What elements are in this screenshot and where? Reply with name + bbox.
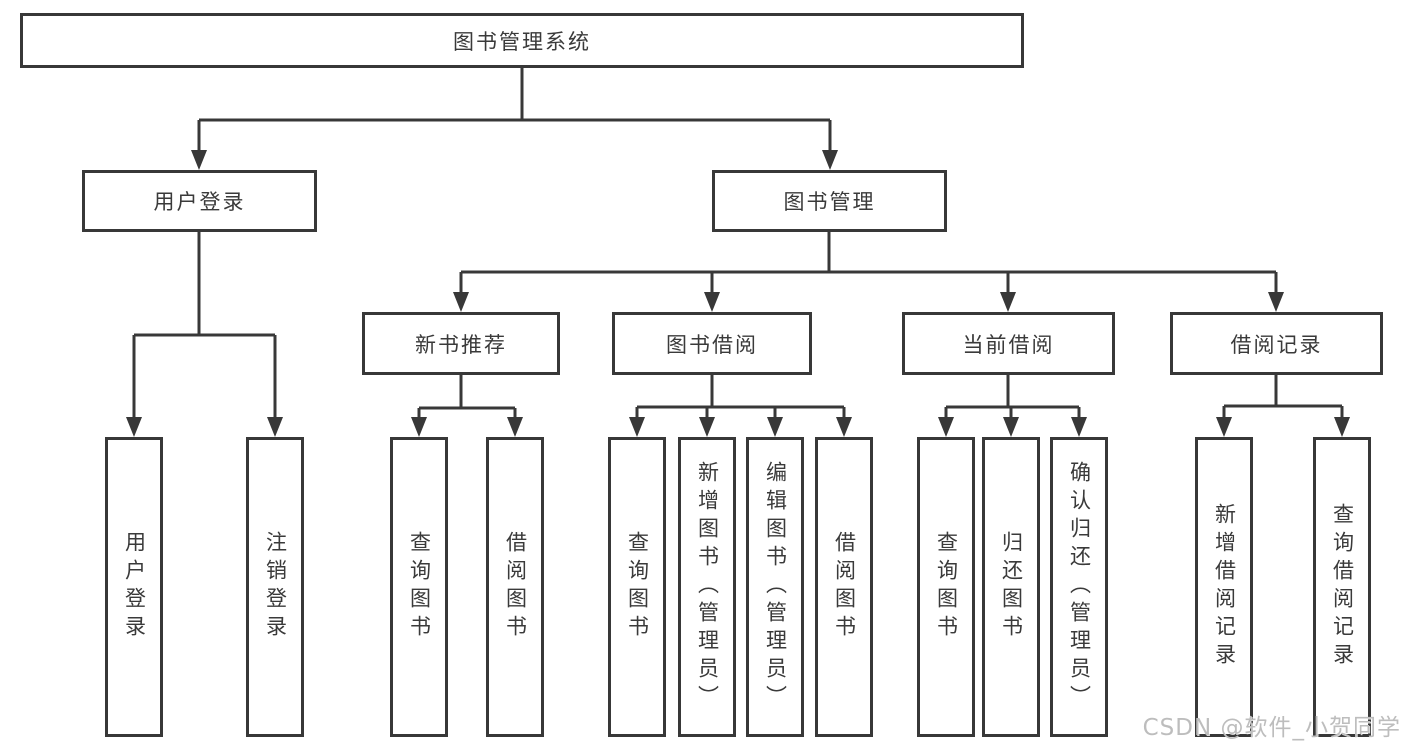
arrowhead [453,292,469,312]
arrowhead [1003,417,1019,437]
node-new-book-recommend-label: 新书推荐 [415,332,507,357]
leaf-query-books-borrow: 查询图书 [608,437,666,737]
connector-user-login-children [126,232,283,437]
leaf-query-books-recommend-label: 查询图书 [407,531,432,643]
arrowhead [1000,292,1016,312]
arrowhead [1334,417,1350,437]
leaf-add-borrow-record: 新增借阅记录 [1195,437,1253,737]
leaf-add-book-admin-label: 新增图书（管理员） [695,461,720,713]
leaf-borrow-books-label: 借阅图书 [832,531,857,643]
connector-borrow-records-children [1216,375,1350,437]
leaf-query-borrow-record-label: 查询借阅记录 [1330,503,1355,671]
arrowhead [699,417,715,437]
arrowhead [1071,417,1087,437]
leaf-return-book-label: 归还图书 [999,531,1024,643]
arrowhead [126,417,142,437]
node-library-system-label: 图书管理系统 [453,29,591,54]
node-book-borrow-label: 图书借阅 [666,332,758,357]
arrowhead [822,150,838,170]
leaf-logout: 注销登录 [246,437,304,737]
leaf-user-login: 用户登录 [105,437,163,737]
node-current-borrow-label: 当前借阅 [962,332,1055,357]
arrowhead [267,417,283,437]
leaf-add-borrow-record-label: 新增借阅记录 [1212,503,1237,671]
connector-root-to-level2 [191,68,838,170]
leaf-query-books-recommend: 查询图书 [390,437,448,737]
leaf-confirm-return-admin-label: 确认归还（管理员） [1067,461,1092,713]
csdn-watermark: CSDN @软件_小贺同学 [1142,715,1401,741]
arrowhead [1216,417,1232,437]
arrowhead [767,417,783,437]
node-book-management-label: 图书管理 [783,190,876,214]
node-user-login: 用户登录 [82,170,317,232]
leaf-logout-label: 注销登录 [263,531,288,643]
arrowhead [191,150,207,170]
node-book-management: 图书管理 [712,170,947,232]
arrowhead [629,417,645,437]
leaf-confirm-return-admin: 确认归还（管理员） [1050,437,1108,737]
arrowhead [507,417,523,437]
leaf-edit-book-admin: 编辑图书（管理员） [746,437,804,737]
arrowhead [1268,292,1284,312]
node-user-login-label: 用户登录 [153,190,246,214]
leaf-query-books-current-label: 查询图书 [934,531,959,643]
leaf-user-login-label: 用户登录 [122,531,147,643]
leaf-borrow-books-recommend: 借阅图书 [486,437,544,737]
node-library-system: 图书管理系统 [20,13,1024,68]
leaf-query-borrow-record: 查询借阅记录 [1313,437,1371,737]
leaf-query-books-current: 查询图书 [917,437,975,737]
node-current-borrow: 当前借阅 [902,312,1115,375]
arrowhead [836,417,852,437]
leaf-return-book: 归还图书 [982,437,1040,737]
connector-book-management-children [453,232,1284,312]
node-book-borrow: 图书借阅 [612,312,812,375]
leaf-query-books-borrow-label: 查询图书 [625,531,650,643]
leaf-borrow-books-recommend-label: 借阅图书 [503,531,528,643]
leaf-edit-book-admin-label: 编辑图书（管理员） [763,461,788,713]
connector-book-borrow-children [629,375,852,437]
leaf-add-book-admin: 新增图书（管理员） [678,437,736,737]
connector-current-borrow-children [938,375,1087,437]
connector-new-book-children [411,375,523,437]
arrowhead [411,417,427,437]
arrowhead [938,417,954,437]
node-borrow-records-label: 借阅记录 [1230,332,1323,357]
node-new-book-recommend: 新书推荐 [362,312,560,375]
arrowhead [704,292,720,312]
node-borrow-records: 借阅记录 [1170,312,1383,375]
leaf-borrow-books: 借阅图书 [815,437,873,737]
